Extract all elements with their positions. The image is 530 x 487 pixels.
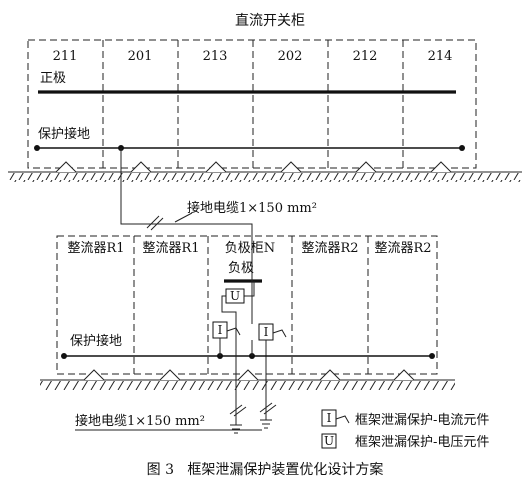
positive-pole-label: 正极 — [40, 71, 66, 86]
current-element-left: I — [212, 321, 241, 350]
negative-pole-label: 负极 — [228, 261, 254, 276]
rectifier-r1-label-1: 整流器R1 — [67, 241, 124, 256]
current-element-right: I — [251, 253, 287, 420]
grounding-cable-top-label: 接地电缆1×150 mm² — [187, 200, 317, 216]
legend-current-label: 框架泄漏保护-电流元件 — [355, 412, 489, 428]
voltage-element-symbol: U — [230, 289, 240, 303]
current-element-left-symbol: I — [218, 323, 223, 337]
top-floor — [8, 161, 522, 182]
figure-caption: 图 3 框架泄漏保护装置优化设计方案 — [147, 461, 384, 478]
voltage-element: U — [225, 288, 245, 304]
column-label-213: 213 — [203, 49, 228, 64]
top-cabinet-frame — [27, 39, 477, 169]
top-ground-bus-end-right — [459, 145, 465, 151]
bottom-ground-bus-end-right — [429, 353, 435, 359]
bottom-floor — [40, 369, 455, 390]
bottom-ground-label: 保护接地 — [70, 333, 122, 349]
voltage-element-wire-top — [244, 281, 255, 297]
bottom-cabinet-labels: 整流器R1 整流器R1 负极柜N 整流器R2 整流器R2 — [67, 241, 431, 256]
bottom-cabinet-frame — [56, 235, 438, 375]
bottom-ground-bus-end-left — [61, 353, 67, 359]
column-label-214: 214 — [428, 49, 453, 64]
rectifier-r2-label-1: 整流器R2 — [301, 241, 358, 256]
top-cabinet-title: 直流开关柜 — [235, 12, 305, 29]
column-label-211: 211 — [53, 49, 78, 64]
legend-voltage-label: 框架泄漏保护-电压元件 — [355, 434, 489, 450]
earth-electrodes — [229, 350, 277, 434]
rectifier-r2-label-2: 整流器R2 — [374, 241, 431, 256]
legend-voltage-symbol: U — [324, 434, 334, 448]
current-element-right-symbol: I — [264, 325, 269, 339]
grounding-cable-top — [120, 148, 253, 253]
top-ground-bus-end-left — [34, 145, 40, 151]
column-label-212: 212 — [353, 49, 378, 64]
negative-cabinet-label: 负极柜N — [225, 241, 275, 256]
grounding-cable-bottom-label: 接地电缆1×150 mm² — [75, 413, 205, 429]
voltage-element-wire-bottom — [221, 295, 237, 350]
column-label-201: 201 — [128, 49, 153, 64]
rectifier-r1-label-2: 整流器R1 — [142, 241, 199, 256]
top-ground-label: 保护接地 — [38, 126, 90, 142]
top-cabinet-column-labels: 211 201 213 202 212 214 — [53, 49, 453, 64]
column-label-202: 202 — [278, 49, 303, 64]
legend-current-symbol: I — [327, 411, 332, 425]
legend: I 框架泄漏保护-电流元件 U 框架泄漏保护-电压元件 — [321, 409, 489, 450]
